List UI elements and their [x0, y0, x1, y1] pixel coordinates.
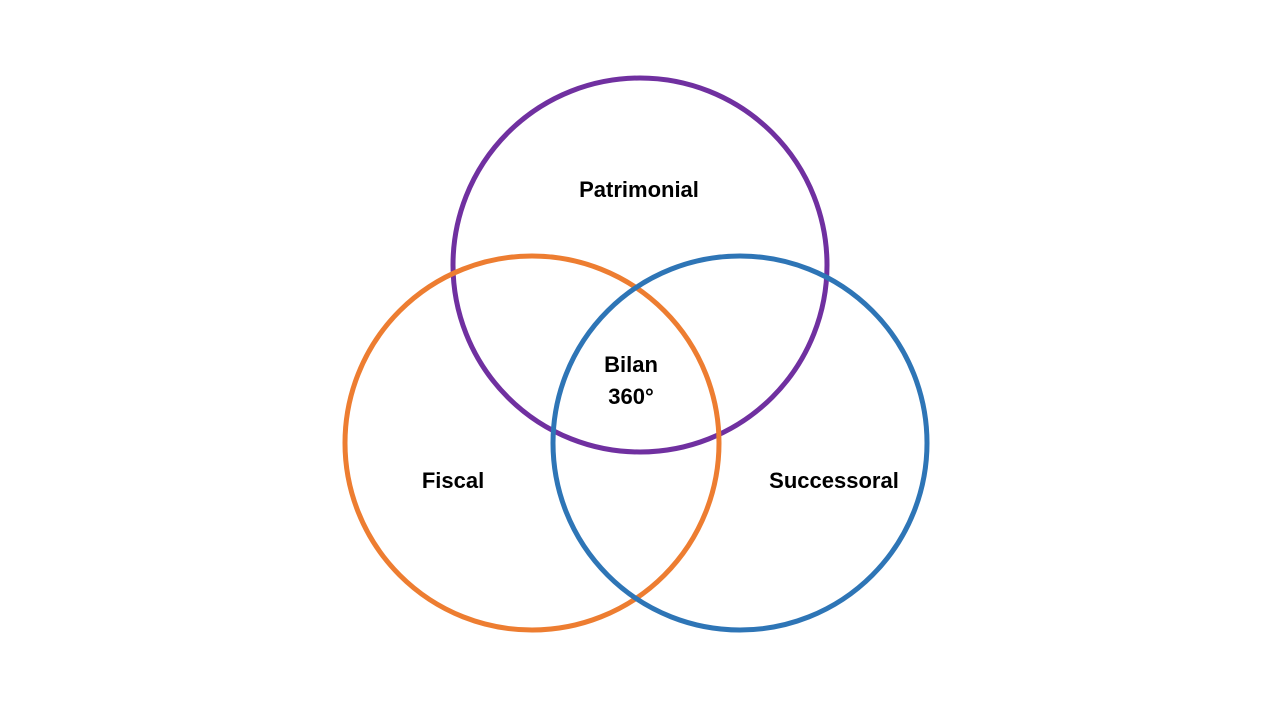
center-label-line2: 360° [608, 384, 654, 409]
circle-successoral [550, 253, 930, 633]
label-fiscal: Fiscal [422, 468, 484, 493]
label-successoral: Successoral [769, 468, 899, 493]
circle-patrimonial [450, 75, 830, 455]
circle-fiscal [342, 253, 722, 633]
label-patrimonial: Patrimonial [579, 177, 699, 202]
center-label-line1: Bilan [604, 352, 658, 377]
